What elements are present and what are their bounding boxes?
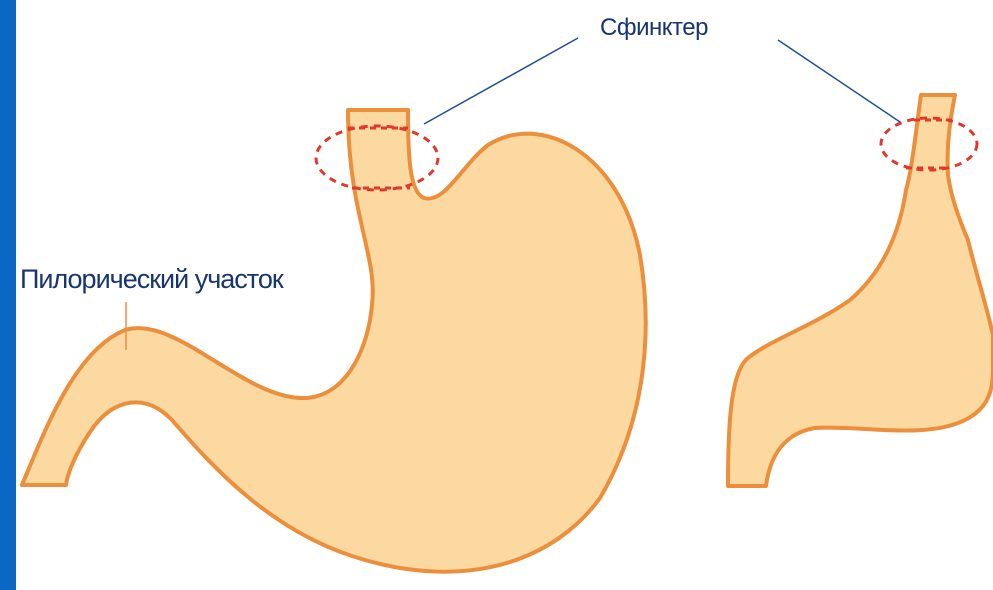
leader-line-left: [424, 38, 578, 124]
leader-line-right: [778, 40, 900, 122]
pyloric-region-label: Пилорический участок: [20, 264, 283, 295]
stomach-partial-shape: [728, 95, 993, 486]
sphincter-label: Сфинктер: [600, 14, 708, 42]
